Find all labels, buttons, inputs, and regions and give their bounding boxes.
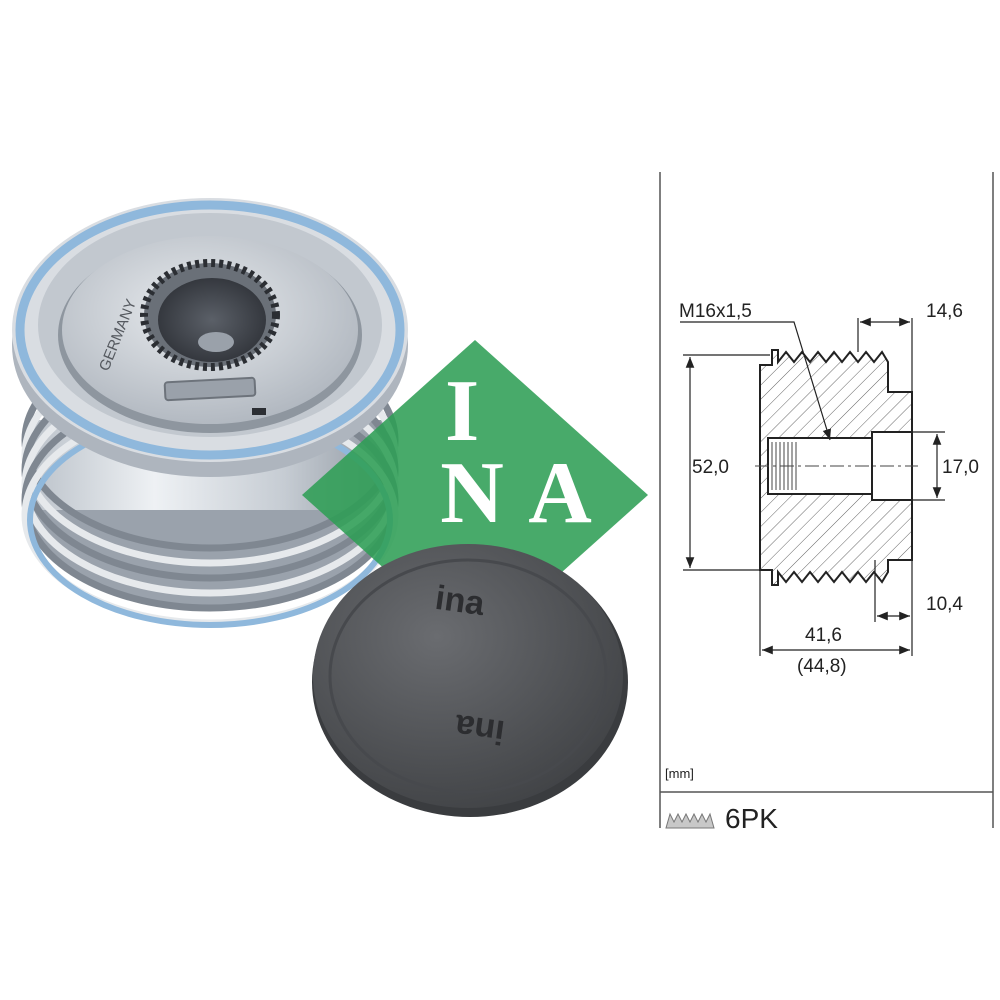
hub-notch bbox=[252, 408, 266, 415]
ina-logo-letter-a: A bbox=[528, 445, 592, 542]
label-outer-diameter: 52,0 bbox=[692, 457, 729, 478]
dimensions bbox=[680, 317, 945, 656]
label-units: [mm] bbox=[665, 766, 694, 781]
drawing-frame bbox=[659, 172, 994, 828]
belt-profile: 6PK bbox=[665, 803, 778, 834]
dimension-labels: M16x1,5 14,6 52,0 17,0 10,4 41,6 (44,8) … bbox=[665, 301, 979, 781]
ina-logo-letter-i: I bbox=[445, 363, 479, 460]
label-total-length: 41,6 bbox=[805, 625, 842, 646]
label-total-length-alt: (44,8) bbox=[797, 656, 847, 677]
cap-marking-bottom: ina bbox=[452, 707, 507, 752]
belt-profile-icon bbox=[665, 812, 715, 829]
cap-marking-top: ina bbox=[433, 579, 488, 624]
protective-cap: ina ina bbox=[312, 544, 628, 817]
splined-bore bbox=[140, 259, 280, 371]
hub-logo-stamp bbox=[163, 376, 257, 402]
product-photo: GERMANY I N A I ina ina bbox=[12, 198, 648, 817]
label-top-width: 14,6 bbox=[926, 301, 963, 322]
label-bore-diameter: 17,0 bbox=[942, 457, 979, 478]
hub-face: GERMANY bbox=[58, 236, 362, 433]
ina-logo-letter-n: N bbox=[440, 445, 504, 542]
pulley-section bbox=[755, 349, 918, 586]
label-thread: M16x1,5 bbox=[679, 301, 752, 322]
label-belt-profile: 6PK bbox=[725, 803, 778, 834]
label-bottom-offset: 10,4 bbox=[926, 594, 963, 615]
